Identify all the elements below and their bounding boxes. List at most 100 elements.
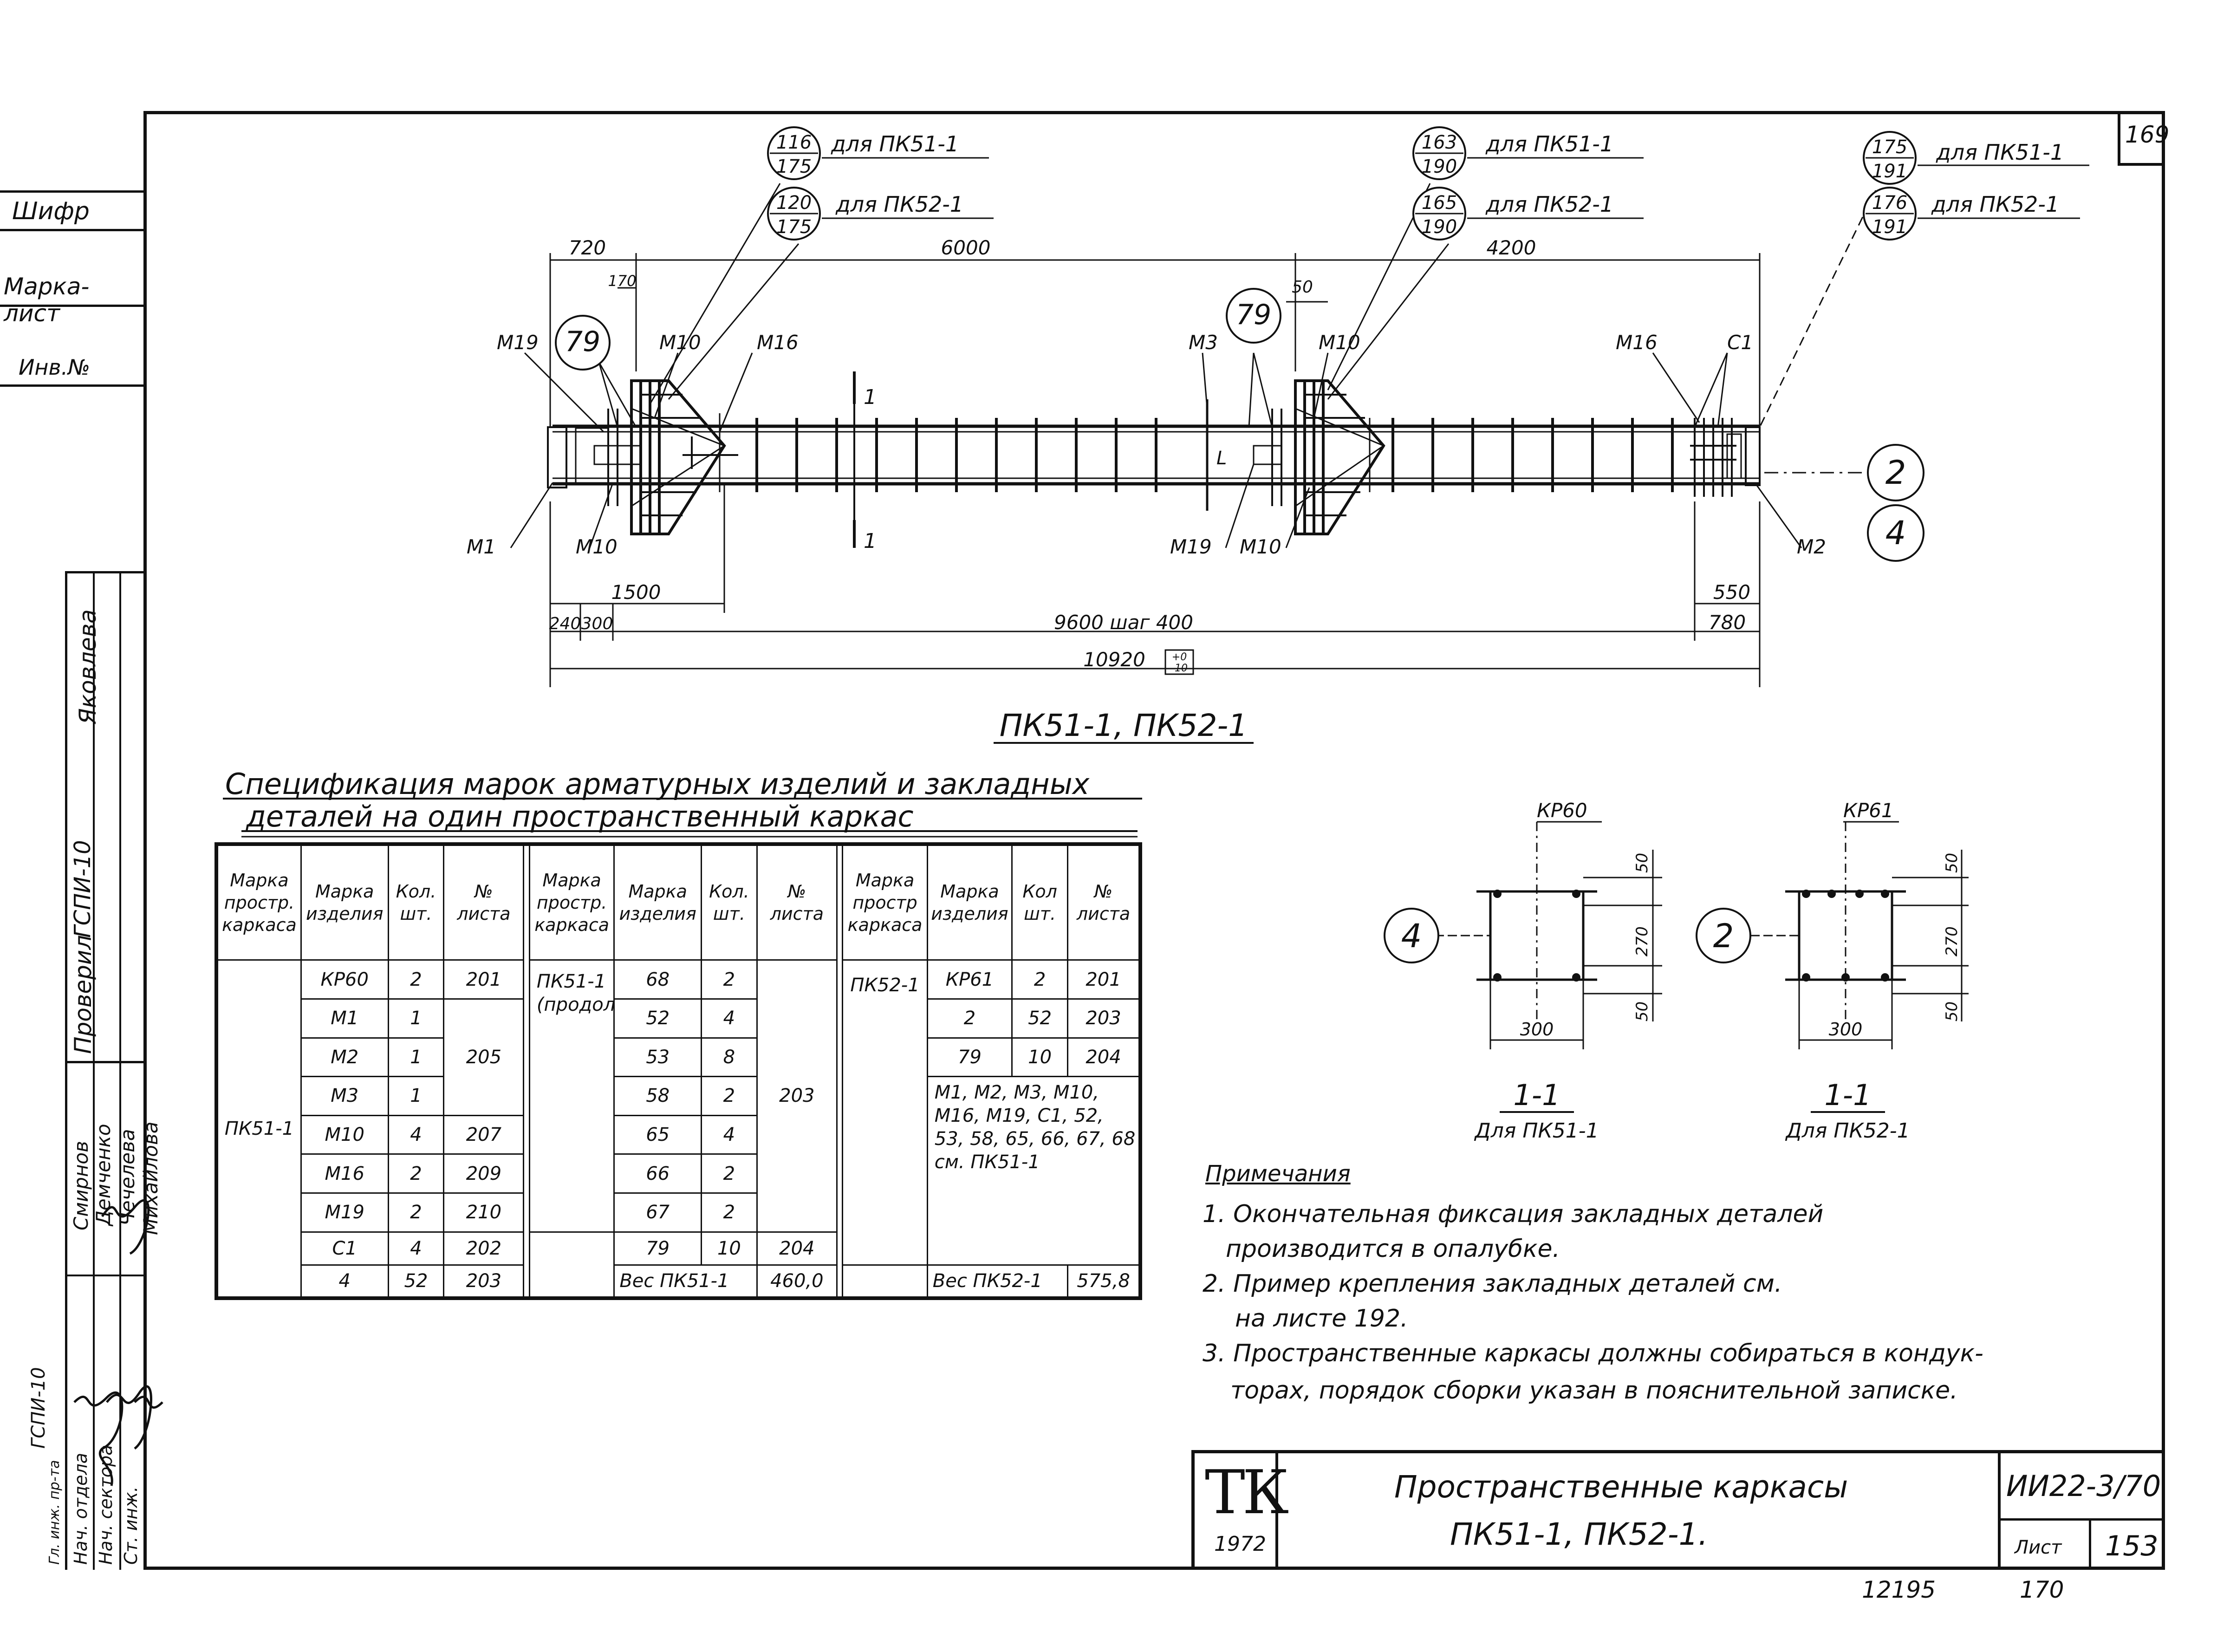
- g3-r0-sheet: 201: [1067, 959, 1141, 1000]
- g3-frame: ПК52-1: [842, 959, 928, 1266]
- corner-number-box: 169: [2118, 111, 2169, 166]
- g2-frame: ПК51-1 (продолжение): [528, 959, 615, 1233]
- g1-r1-sheet: 205: [443, 998, 525, 1116]
- callout-4-note: для ПК52-1: [1485, 192, 1613, 217]
- notes-heading: Примечания: [1205, 1161, 1351, 1187]
- bubble-79-left-label: 79: [565, 325, 600, 358]
- g3-r2-qty: 10: [1011, 1037, 1069, 1078]
- footer-left-number: 12195: [1862, 1576, 1936, 1603]
- spec-title-line2: деталей на один пространственный каркас: [246, 800, 914, 833]
- center-label: L: [1216, 448, 1227, 469]
- hdr-sheet-1: № листа: [443, 843, 525, 961]
- g2-weight-spacer: [528, 1265, 615, 1299]
- table-row: М2 1 53 8 79 10 204: [216, 1037, 1141, 1078]
- g2-weight-value: 460,0: [756, 1264, 838, 1299]
- g1-r3-qty: 1: [387, 1076, 445, 1116]
- field-inv-no-label: Инв.№: [19, 355, 91, 380]
- right-flare-detail: [1253, 379, 1385, 535]
- callout-1-note: для ПК51-1: [831, 131, 959, 156]
- sheet-frame: [143, 111, 2165, 1570]
- bubble-79-right: [1226, 288, 1281, 344]
- callout-5-note: для ПК51-1: [1936, 140, 2064, 165]
- callout-2-num: 120: [776, 192, 812, 214]
- mark-c1-top: С1: [1727, 331, 1753, 354]
- sec-kr60-ref: 4: [1401, 917, 1422, 955]
- note-line-5: 3. Пространственные каркасы должны собир…: [1203, 1340, 1983, 1367]
- hdr-sheet-3: № листа: [1067, 843, 1141, 961]
- g1-r8-sheet: 203: [443, 1264, 525, 1299]
- right-end-group: [1690, 418, 1736, 497]
- g1-r6-item: М19: [300, 1192, 389, 1233]
- g1-r8-item: 4: [300, 1264, 389, 1299]
- g2-r6-qty: 2: [700, 1192, 758, 1233]
- mark-m19-bottom: М19: [1170, 535, 1212, 558]
- g3-r2-item: 79: [926, 1037, 1013, 1078]
- g2-r6-item: 67: [613, 1192, 702, 1233]
- table-row: М3 1 58 2 М1, М2, М3, М10, М16, М19, С1,…: [216, 1076, 1141, 1266]
- g3-weight-spacer: [842, 1265, 928, 1299]
- g1-r0-qty: 2: [387, 959, 445, 1000]
- sec-kr61-dim-top: 50: [1943, 853, 1961, 873]
- section-mark-top: 1: [864, 385, 877, 409]
- g2-r5-qty: 2: [700, 1153, 758, 1194]
- mark-m19-top: М19: [497, 331, 539, 354]
- left-flare-detail: [607, 379, 738, 535]
- g2-weight-label: Вес ПК51-1: [613, 1264, 758, 1299]
- table-row: М19 2 210 67 2: [216, 1192, 1140, 1233]
- spec-header-row: Марка простр. каркаса Марка изделия Кол.…: [215, 843, 1141, 961]
- sec-kr61-sub: Для ПК52-1: [1785, 1119, 1910, 1143]
- stirrups-group: [755, 418, 1674, 492]
- section-kr60: КР60 50 270 50 300 4 1-1 Для ПК51-1: [1384, 799, 1662, 1143]
- mark-m10-left-bottom: М10: [576, 535, 618, 558]
- g3-weight-value: 575,8: [1067, 1264, 1141, 1299]
- g2-r5-item: 66: [613, 1153, 702, 1194]
- tolerance-top: +0: [1172, 651, 1187, 663]
- g2-r3-item: 58: [613, 1076, 702, 1116]
- hdr-qty-3: Кол шт.: [1011, 843, 1069, 961]
- tolerance-bottom: -10: [1171, 663, 1188, 674]
- sec-kr61-ref: 2: [1713, 917, 1734, 955]
- g1-r6-qty: 2: [387, 1192, 445, 1233]
- g1-r1-qty: 1: [387, 998, 445, 1039]
- sec-kr60-label: 1-1: [1513, 1078, 1560, 1112]
- callout-group-right: 175 191 для ПК51-1 176 191 для ПК52-1: [1863, 131, 2089, 241]
- g2-r4-item: 65: [613, 1114, 702, 1155]
- field-inv-no: Инв.№: [0, 348, 143, 387]
- callout-2-note: для ПК52-1: [835, 192, 963, 217]
- hdr-qty-1: Кол. шт.: [387, 843, 445, 961]
- dim-9600: 9600 шаг 400: [1054, 611, 1193, 634]
- g1-r6-sheet: 210: [443, 1192, 525, 1233]
- table-row: 4 52 203 Вес ПК51-1 460,0 Вес ПК52-1 575…: [216, 1264, 1141, 1299]
- circle-ref-2-label: 2: [1885, 454, 1906, 492]
- bubble-79-right-label: 79: [1236, 299, 1271, 331]
- sec-kr60-dim-mid: 270: [1633, 926, 1651, 956]
- callout-3-note: для ПК51-1: [1485, 131, 1613, 156]
- dim-780: 780: [1709, 611, 1746, 634]
- table-row: М16 2 209 66 2: [216, 1153, 1140, 1194]
- stamp-col-line-1: [93, 573, 95, 1570]
- title-code: ИИ22-3/70: [2006, 1469, 2161, 1503]
- g1-r0-sheet: 201: [443, 959, 525, 1000]
- g2-sheet-merged: 203: [756, 959, 838, 1233]
- spec-title-line1: Спецификация марок арматурных изделий и …: [225, 767, 1090, 801]
- g1-r4-item: М10: [300, 1114, 389, 1155]
- g2-r7-item: 79: [613, 1231, 702, 1266]
- g2-r2-item: 53: [613, 1037, 702, 1078]
- title-sheet-label: Лист: [2015, 1537, 2062, 1558]
- g2-r0-qty: 2: [700, 959, 758, 1000]
- mark-m2-bottom: М2: [1797, 535, 1826, 558]
- g3-weight-label: Вес ПК52-1: [926, 1264, 1069, 1299]
- callout-1-num: 116: [776, 132, 812, 153]
- callout-6-den: 191: [1872, 216, 1907, 238]
- callout-5-den: 191: [1872, 161, 1907, 182]
- hdr-qty-2: Кол. шт.: [700, 843, 758, 961]
- dim-4200: 4200: [1487, 236, 1536, 259]
- title-code-divider: [2001, 1518, 2165, 1521]
- callout-4-den: 190: [1422, 216, 1457, 238]
- table-row: С1 4 202 79 10 204: [216, 1231, 1140, 1266]
- plate-m2: [1745, 426, 1761, 486]
- g3-note: М1, М2, М3, М10, М16, М19, С1, 52, 53, 5…: [926, 1076, 1141, 1266]
- circle-ref-2: [1867, 444, 1924, 501]
- mark-m16-left-top: М16: [757, 331, 799, 354]
- g1-r0-item: КР60: [300, 959, 389, 1000]
